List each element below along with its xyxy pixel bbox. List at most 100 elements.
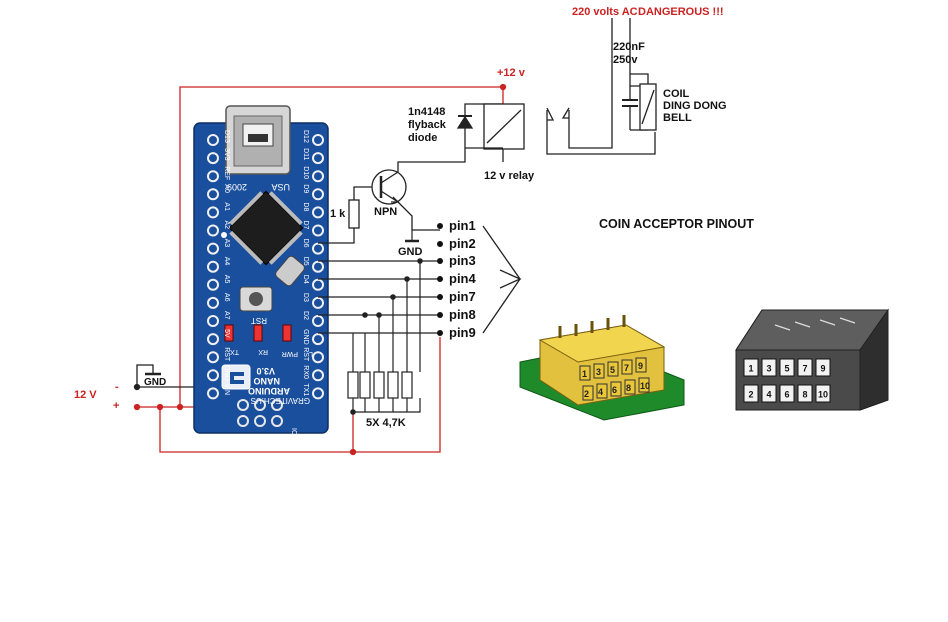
supply-wiring: [133, 83, 507, 456]
housing-bottom-cell: [761, 384, 777, 403]
board-pin-label-left: A7: [223, 311, 230, 320]
housing-top-cell: [761, 358, 777, 377]
board-pin-left: [207, 296, 219, 309]
housing-top-cell: [797, 358, 813, 377]
diode-label-2: flyback: [408, 119, 446, 131]
board-pin-left: [207, 152, 219, 165]
header-number-top: 1: [582, 369, 587, 379]
board-pin-left: [207, 206, 219, 219]
housing-top-number: 1: [748, 364, 753, 374]
npn-transistor: [318, 148, 466, 244]
board-led-tx: TX: [230, 348, 239, 355]
housing-bottom-cell: [815, 384, 831, 403]
board-pin-right: [312, 260, 324, 273]
board-text-icsp: ICSP: [290, 428, 297, 445]
housing-bottom-cell: [743, 384, 759, 403]
housing-top-cell: [743, 358, 759, 377]
board-pin-label-left: A0: [223, 184, 230, 193]
diode-label-3: diode: [408, 132, 438, 144]
board-pin-right: [312, 206, 324, 219]
board-pin-right: [312, 333, 324, 346]
board-pin-label-left: A1: [223, 202, 230, 211]
pin-label: pin1: [449, 218, 476, 233]
board-pin-left: [207, 170, 219, 183]
plus-label: +: [113, 400, 120, 412]
housing-bottom-number: 6: [784, 390, 789, 400]
pin-label: pin3: [449, 253, 476, 268]
board-text-rst: RST: [251, 316, 267, 325]
board-pin-label-right: D12: [302, 130, 309, 143]
board-pin-label-right: D6: [302, 239, 309, 248]
board-pin-label-left: VIN: [223, 383, 230, 395]
header-number-bottom: 10: [640, 381, 650, 391]
board-pin-label-right: TX1: [302, 383, 309, 396]
supply-12v-label: 12 V: [74, 389, 97, 401]
board-pin-label-left: 3V3: [223, 148, 230, 161]
resistor-1k-label: 1 k: [330, 208, 346, 220]
board-pin-left: [207, 315, 219, 327]
board-text-2009: 2009: [227, 182, 247, 192]
board-text-gravitech: GRAVITECH.US: [251, 396, 310, 405]
board-pin-left: [207, 369, 219, 382]
housing-bottom-number: 2: [748, 390, 753, 400]
gnd-top-label: GND: [398, 246, 423, 258]
gnd-wiring: [133, 364, 200, 391]
board-text-nano: NANO: [254, 376, 281, 386]
board-pin-left: [207, 188, 219, 201]
board-pin-label-left: GND: [223, 365, 230, 381]
icsp-header: [237, 399, 283, 427]
board-pin-right: [312, 351, 324, 364]
housing-top-number: 5: [784, 364, 789, 374]
coin-acceptor-header: [519, 315, 685, 421]
pin-label: pin9: [449, 325, 476, 340]
relay-label: 12 v relay: [484, 170, 535, 182]
header-number-bottom: 6: [612, 385, 617, 395]
board-pin-right: [312, 224, 324, 237]
board-pin-right: [312, 134, 324, 146]
board-pin-label-left: A5: [223, 275, 230, 284]
board-pin-right: [312, 278, 324, 291]
board-pin-label-right: RST: [302, 347, 309, 362]
board-pin-label-right: D8: [302, 202, 309, 211]
board-pin-right: [312, 242, 324, 255]
pin-label: pin4: [449, 271, 476, 286]
board-pin-label-left: RST: [223, 347, 230, 362]
board-text-usa: USA: [271, 182, 290, 192]
board-pin-label-left: A3: [223, 239, 230, 248]
board-pin-label-right: D4: [302, 275, 309, 284]
board-pin-left: [207, 260, 219, 273]
board-pin-label-right: D7: [302, 221, 309, 230]
housing-top-number: 7: [802, 364, 807, 374]
board-pin-right: [312, 315, 324, 327]
board-pin-label-left: REF: [223, 166, 230, 180]
header-number-bottom: 4: [598, 387, 603, 397]
board-pin-label-left: A2: [223, 221, 230, 230]
minus-label: -: [115, 381, 119, 393]
board-text-v30: V3.0: [256, 366, 275, 376]
board-pin-label-right: D10: [302, 166, 309, 179]
pin-label: pin8: [449, 307, 476, 322]
npn-label: NPN: [374, 206, 398, 218]
board-pin-label-right: RX0: [302, 365, 309, 379]
board-pin-label-right: D11: [302, 148, 309, 160]
header-number-bottom: 8: [626, 383, 631, 393]
diode-label-1: 1n4148: [408, 106, 446, 118]
housing-bottom-number: 8: [802, 390, 807, 400]
housing-bottom-number: 10: [818, 390, 828, 400]
voltage-warning: 220 volts AC: [572, 6, 638, 18]
led-tx: [224, 324, 234, 342]
board-pin-left: [207, 351, 219, 364]
board-pin-left: [207, 278, 219, 291]
board-silkscreen: USA 2009 ARDUINO NANO V3.0 GRAVITECH.US …: [227, 182, 313, 445]
board-pin-right: [312, 387, 324, 400]
header-number-bottom: 2: [584, 389, 589, 399]
housing-top-cell: [815, 358, 831, 377]
board-led-rx: RX: [258, 348, 268, 355]
pullup-resistors: [347, 371, 413, 399]
led-pwr: [282, 324, 292, 342]
housing-top-number: 3: [766, 364, 771, 374]
capacitor-label-1: 220nF: [613, 41, 645, 53]
gnd-left-label: GND: [144, 377, 167, 388]
